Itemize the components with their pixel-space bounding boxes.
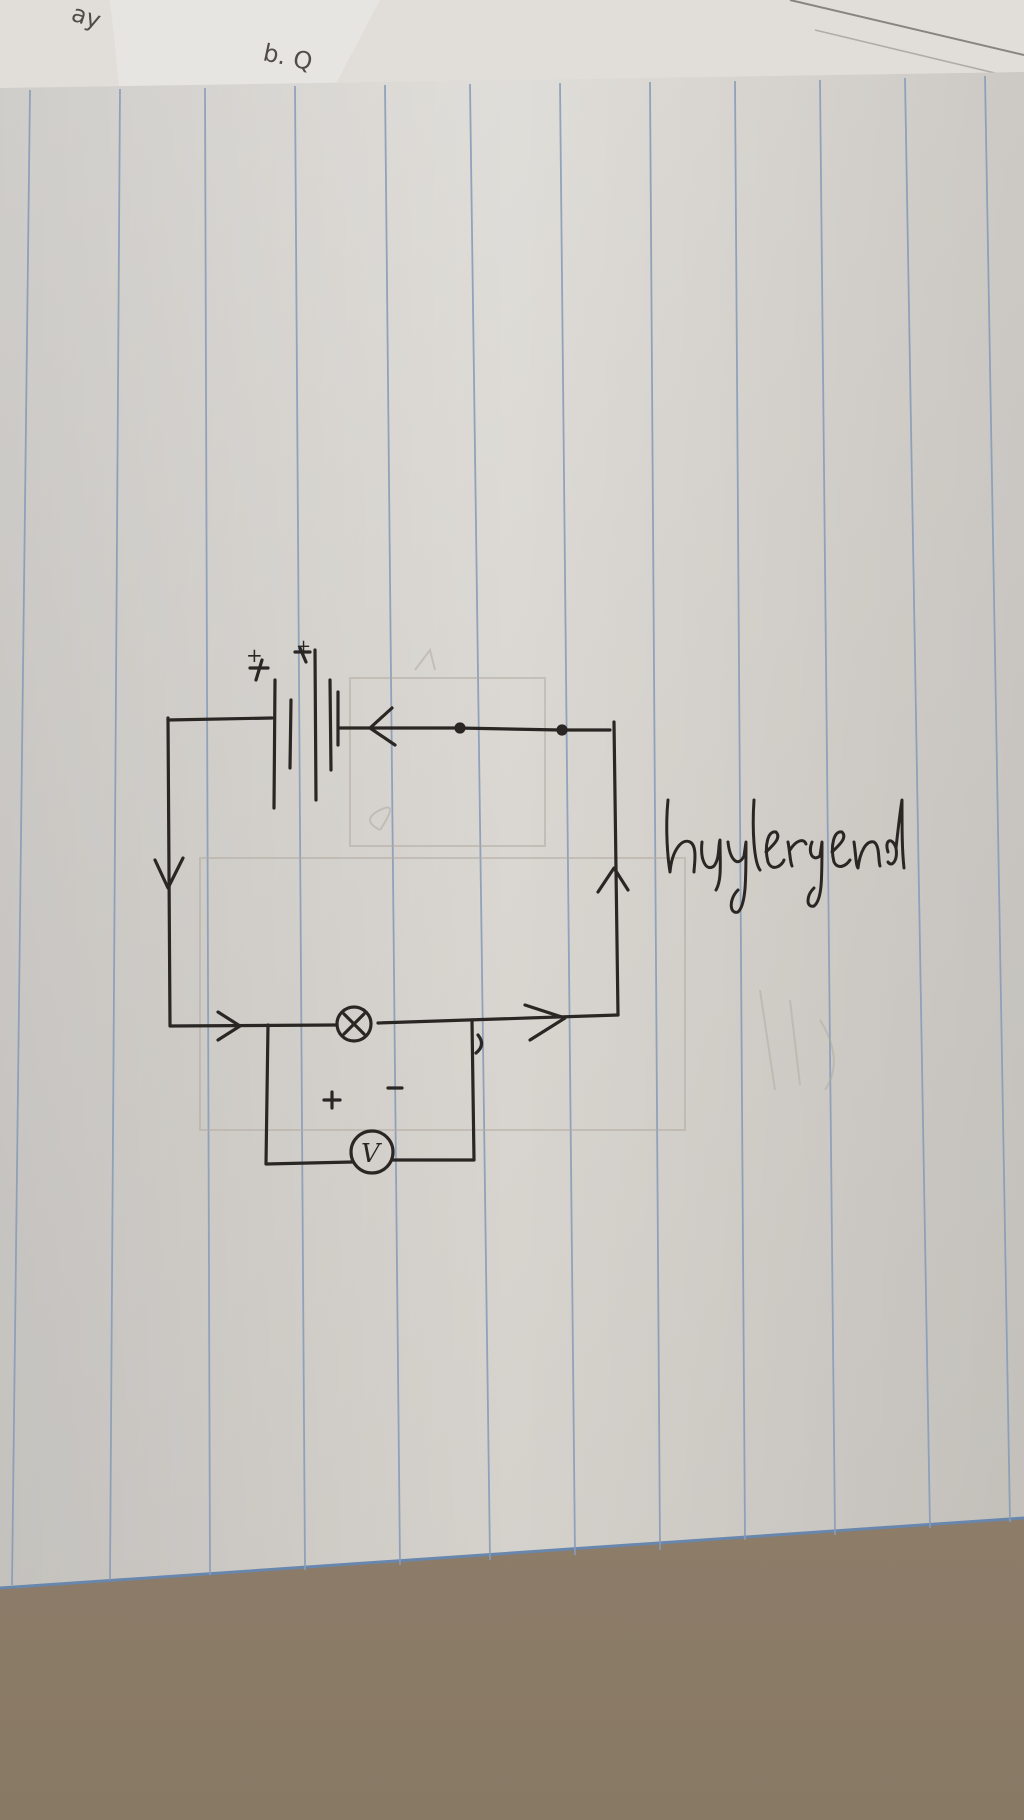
arrow-bottom-left (216, 1010, 242, 1042)
lamp-symbol (335, 1005, 373, 1043)
battery-cell-1-short (288, 698, 293, 770)
wire-top-left (166, 716, 274, 722)
battery-mark-2: + (296, 636, 311, 657)
voltmeter-symbol (349, 1129, 395, 1175)
battery-cell-2-long (313, 648, 318, 802)
arrow-top (368, 706, 397, 747)
battery-cell-2-short (328, 678, 333, 772)
voltmeter-v-label: V (361, 1139, 382, 1169)
switch-contact-left (454, 722, 466, 734)
wire-left (166, 716, 172, 1027)
circuit-diagram (153, 646, 630, 1175)
wire-top-right (338, 726, 612, 732)
handwritten-label-huylergend (665, 798, 906, 914)
battery-mark-1: + (246, 643, 263, 667)
wire-bottom (168, 1013, 620, 1028)
voltmeter-branch (264, 1018, 476, 1166)
rule-lines (11, 75, 1011, 1586)
battery-cell-1-long (272, 678, 277, 810)
arrow-right (596, 866, 630, 894)
arrow-left (153, 856, 185, 890)
arrow-bottom-right (523, 1003, 567, 1042)
show-through-marks (199, 647, 835, 1131)
switch-contact-right (556, 724, 568, 736)
